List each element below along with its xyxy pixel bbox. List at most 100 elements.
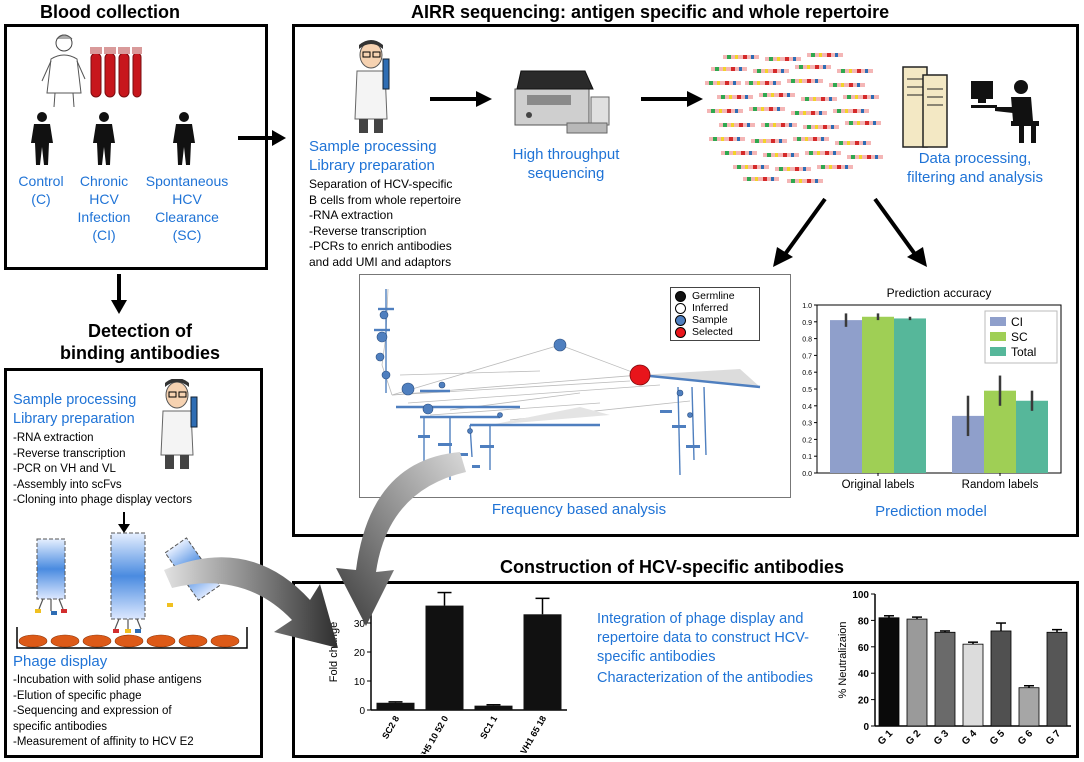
y-tick-label: 0.2 (802, 437, 812, 444)
group-clearance: Spontaneous HCV Clearance (SC) (145, 173, 229, 243)
prediction-accuracy-chart: Prediction accuracy0.00.10.20.30.40.50.6… (802, 286, 1062, 491)
arrow-to-reads (641, 91, 703, 107)
y-tick-label: 30 (354, 619, 366, 630)
bar (425, 605, 464, 710)
x-tick-label: VH1 65 18 (518, 714, 548, 754)
group-chronic: Chronic HCV Infection (CI) (77, 173, 131, 243)
bar (523, 614, 562, 710)
y-tick-label: 0.9 (802, 320, 812, 327)
selected-dot (675, 326, 686, 338)
legend-label: Total (1011, 345, 1036, 359)
chronic-person-icon (93, 112, 115, 165)
sample-dot (675, 314, 686, 326)
x-tick-label: G 5 (988, 728, 1007, 747)
server-icon (902, 66, 948, 148)
x-tick-label: Original labels (842, 479, 915, 491)
control-person-icon (31, 112, 53, 165)
airr-steps: Separation of HCV-specific B cells from … (309, 177, 462, 269)
workstation-icon (971, 80, 1039, 143)
airr-sample-processing: Sample processing Library preparation (309, 138, 437, 174)
data-processing-label: Data processing, filtering and analysis (907, 150, 1043, 186)
bar-sc (862, 316, 894, 473)
integration-text: Integration of phage display and reperto… (597, 611, 809, 665)
legend-label: SC (1011, 330, 1028, 344)
bar-ci (830, 320, 862, 473)
prediction-caption: Prediction model (875, 503, 987, 520)
germline-dot (675, 290, 686, 302)
y-tick-label: 0.8 (802, 337, 812, 344)
airr-panel: Sample processing Library preparation Se… (292, 24, 1079, 537)
arrow-to-detection (111, 274, 127, 314)
x-tick-label: G 6 (1016, 728, 1035, 747)
bar (906, 618, 928, 727)
y-tick-label: 0.5 (802, 387, 812, 394)
group-control: Control (C) (18, 173, 64, 207)
bar (962, 643, 984, 727)
blood-collection-panel: Control (C) Chronic HCV Infection (CI) S… (4, 24, 268, 270)
y-tick-label: 0 (863, 722, 869, 733)
x-tick-label: G 2 (904, 728, 923, 747)
y-tick-label: 0.7 (802, 353, 812, 360)
y-tick-label: 40 (858, 669, 870, 680)
y-tick-label: 0.1 (802, 454, 812, 461)
bar (878, 617, 900, 727)
arrow-to-airr (238, 130, 286, 146)
phage-steps: -Incubation with solid phase antigens -E… (13, 674, 202, 748)
detection-steps: -RNA extraction -Reverse transcription -… (13, 432, 192, 506)
arrow-to-frequency (773, 197, 827, 267)
x-tick-label: G 7 (1044, 728, 1063, 747)
legend-swatch (990, 332, 1006, 341)
y-tick-label: 10 (354, 677, 366, 688)
x-tick-label: G 4 (960, 728, 979, 747)
x-tick-label: VH5 10 52 0 (417, 714, 451, 754)
y-tick-label: 100 (852, 590, 869, 601)
phage-display-label: Phage display (13, 653, 108, 670)
y-tick-label: 0 (359, 706, 365, 717)
lab-scientist-icon (160, 379, 198, 469)
bar (990, 630, 1012, 727)
detection-sample-processing: Sample processing Library preparation (13, 392, 137, 427)
lineage-tree-panel: Germline Inferred Sample Selected (359, 274, 791, 498)
legend-sample: Sample (675, 314, 755, 326)
y-tick-label: 20 (858, 696, 870, 707)
airr-title: AIRR sequencing: antigen specific and wh… (411, 2, 890, 22)
characterization-text: Characterization of the antibodies (597, 670, 814, 686)
bar-total (1016, 400, 1048, 473)
y-tick-label: 1.0 (802, 303, 812, 310)
x-tick-label: G 3 (932, 728, 951, 747)
x-tick-label: G 1 (876, 728, 895, 747)
sequencing-label: High throughput sequencing (512, 146, 620, 182)
arrow-to-prediction (873, 197, 927, 267)
curved-arrow-from-tree (336, 452, 466, 626)
y-tick-label: 80 (858, 616, 870, 627)
y-tick-label: 60 (858, 643, 870, 654)
detection-title: Detection of binding antibodies (60, 321, 220, 363)
doctor-icon (41, 34, 86, 108)
x-tick-label: SC2 8 (380, 714, 401, 741)
y-tick-label: 0.3 (802, 421, 812, 428)
bar-total (894, 318, 926, 473)
legend-swatch (990, 347, 1006, 356)
curved-arrow-from-phage (164, 557, 338, 648)
y-tick-label: 0.0 (802, 471, 812, 478)
lineage-tree-graphic (374, 288, 761, 480)
sequencer-icon (514, 70, 610, 134)
legend-label: CI (1011, 315, 1023, 329)
legend-selected: Selected (675, 326, 755, 338)
legend-swatch (990, 317, 1006, 326)
y-tick-label: 0.6 (802, 370, 812, 377)
y-tick-label: 20 (354, 648, 366, 659)
bar (934, 631, 956, 727)
sequence-reads-icon (705, 53, 883, 183)
frequency-caption: Frequency based analysis (491, 501, 667, 518)
arrow-to-sequencer (430, 91, 492, 107)
inferred-dot (675, 302, 686, 314)
bar (1046, 631, 1068, 727)
tree-legend: Germline Inferred Sample Selected (670, 287, 760, 341)
bar (376, 702, 415, 710)
chart-title: Prediction accuracy (887, 286, 992, 300)
legend-germline: Germline (675, 290, 755, 302)
